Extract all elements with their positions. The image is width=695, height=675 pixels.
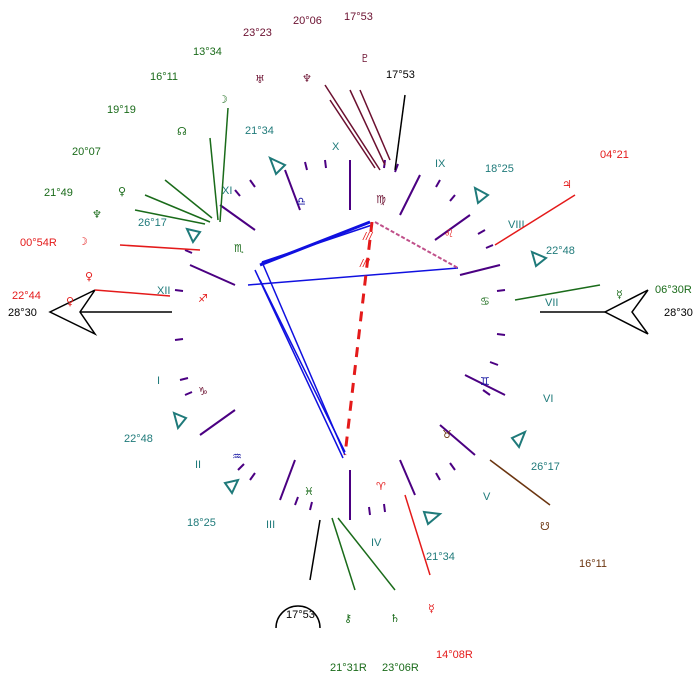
mars-degree: 06°30R [655,284,692,296]
ic-glyph [275,605,321,629]
wheel-segments [189,160,506,520]
libra-cusp-degree: 26°17 [138,217,167,229]
node-degree: 16°11 [150,71,178,83]
sagittarius-sign-glyph: ♐ [198,292,208,305]
planet-connectors [94,84,601,591]
cusp-degree-vii: 22°48 [546,245,575,257]
mercury-bottom-degree: 14°08R [436,649,473,661]
house-number-v: V [483,491,491,503]
house-number-iv: IV [371,537,382,549]
south-node-degree: 16°11 [579,558,607,570]
cusp-degree-v: 26°17 [531,461,560,473]
aries-sign-glyph: ♈ [376,480,386,493]
neptune-top-glyph: ♆ [302,72,312,85]
neptune-glyph: ♆ [92,208,102,221]
cusp-degree-viii: 18°25 [485,163,514,175]
jupiter-degree: 04°21 [600,149,629,161]
house-number-x: X [332,141,340,153]
chiron-glyph: ⚷ [344,612,352,625]
aspect-lines [247,220,459,459]
pisces-sign-glyph: ♓ [304,485,314,498]
south-node-glyph: ☋ [540,520,550,533]
capricorn-sign-glyph: ♑ [198,385,208,398]
retro-mark-1: /// [362,231,373,243]
cancer-sign-glyph: ♋ [480,295,490,308]
house-number-xi: XI [222,185,232,197]
pluto-glyph: ♇ [360,52,370,65]
cusp-degree-ii: 22°48 [124,433,153,445]
mercury-red-glyph: ☽ [78,235,88,248]
ceres-glyph: ♀ [118,185,126,198]
mc-degree: 17°53 [386,69,415,81]
dsc-degree-label: 28°30 [664,307,693,319]
mars-glyph: ☿ [616,288,623,301]
neptune-top-degree: 20°06 [293,15,322,27]
ceres-degree: 20°07 [72,146,101,158]
leo-sign-glyph: ♌ [444,227,454,240]
asc-dsc-axis [48,289,649,336]
house-number-vi: VI [543,393,553,405]
asc-degree-label: 28°30 [8,307,37,319]
mercury-bottom-glyph: ☿ [428,602,435,615]
house-number-iii: III [266,519,275,531]
moon-degree: 13°34 [193,46,222,58]
pluto-degree: 17°53 [344,11,373,23]
lilith-degree: 19°19 [107,104,136,116]
house-number-ii: II [195,459,201,471]
saturn-degree: 23°06R [382,662,419,674]
house-number-xii: XII [157,285,170,297]
house-number-vii: VII [545,297,558,309]
virgo-sign-glyph: ♍ [376,193,386,206]
libra-sign-glyph: ♎ [296,195,306,208]
jupiter-glyph: ♃ [562,178,572,191]
retro-mark-2: /// [359,258,370,270]
uranus-glyph: ♅ [255,73,265,86]
house-number-i: I [157,375,160,387]
cusp-triangles [172,156,548,526]
neptune-degree: 21°49 [44,187,73,199]
moon-inner-degree: 21°34 [245,125,274,137]
uranus-degree: 23°23 [243,27,272,39]
saturn-glyph: ♄ [390,612,400,625]
gemini-sign-glyph: ♊ [480,375,490,388]
mercury-degree: 00°54R [20,237,57,249]
aquarius-sign-glyph: ♒ [232,450,242,463]
cusp-degree-iii: 18°25 [187,517,216,529]
node-glyph: ☊ [177,125,187,138]
moon-bottom-degree: 21°34 [426,551,455,563]
taurus-sign-glyph: ♉ [442,428,452,441]
chiron-degree: 21°31R [330,662,367,674]
venus-red-glyph: ♀ [85,270,93,283]
house-number-viii: VIII [508,219,525,231]
ic-degree: 17°53 [286,609,315,621]
venus-red-glyph-2: ♀ [66,295,74,308]
scorpio-sign-glyph: ♏ [234,242,244,255]
house-number-ix: IX [435,158,446,170]
venus-degree: 22°44 [12,290,41,302]
wheel-ticks [174,159,506,516]
moon-glyph: ☽ [218,93,228,106]
